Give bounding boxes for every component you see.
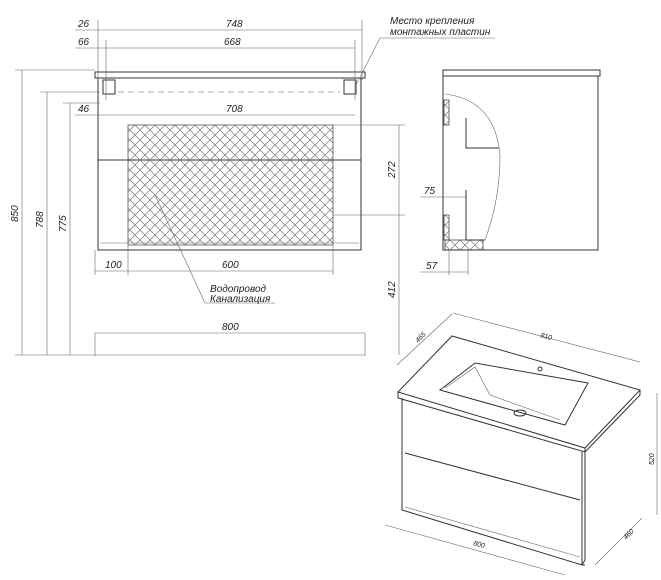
dim-460: 460 — [622, 528, 635, 541]
utility-zone-hatch — [127, 124, 334, 246]
iso-basin — [438, 362, 589, 426]
label-mount-plates-1: Место крепления — [390, 16, 475, 27]
mount-plate-right — [343, 79, 357, 95]
iso-front — [401, 398, 583, 566]
dim-748: 748 — [226, 19, 243, 30]
dim-75: 75 — [424, 186, 436, 197]
iso-countertop — [397, 335, 641, 449]
cutaway-curve — [444, 93, 501, 241]
side-countertop — [442, 69, 601, 77]
mount-plate-left — [102, 79, 116, 95]
cabinet-body — [97, 77, 362, 251]
dim-810: 810 — [539, 332, 552, 342]
label-mount-plates-2: монтажных пластин — [390, 27, 491, 38]
dim-412: 412 — [387, 281, 398, 298]
dim-465: 465 — [414, 331, 427, 344]
iso-drawer-line — [404, 452, 581, 501]
dim-66: 66 — [78, 37, 90, 48]
countertop — [94, 71, 366, 79]
dim-100: 100 — [105, 260, 122, 271]
dim-26: 26 — [77, 19, 90, 30]
dim-520: 520 — [649, 453, 656, 465]
dim-850: 850 — [10, 205, 21, 222]
label-pipes-1: Водопровод — [210, 284, 267, 295]
dim-57: 57 — [426, 261, 438, 272]
dim-800: 800 — [222, 322, 239, 333]
isometric-view: 465 810 520 460 800 — [384, 312, 658, 576]
dim-272: 272 — [387, 161, 398, 179]
dim-46: 46 — [78, 104, 90, 115]
label-pipes-2: Канализация — [210, 294, 271, 305]
side-body — [442, 75, 599, 251]
front-view: 748 26 668 66 708 46 100 600 800 850 788… — [10, 16, 495, 356]
side-view: 75 57 — [420, 69, 601, 275]
dim-775: 775 — [58, 215, 69, 232]
dim-800-iso: 800 — [472, 540, 485, 550]
dim-788: 788 — [35, 211, 46, 228]
dim-668: 668 — [224, 37, 241, 48]
dim-708: 708 — [226, 104, 243, 115]
dim-600: 600 — [222, 260, 239, 271]
